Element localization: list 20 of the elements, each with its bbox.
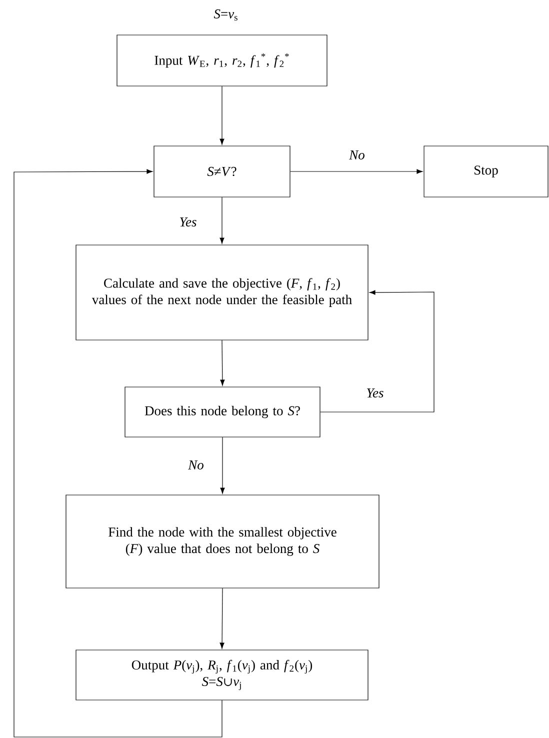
edge-label: No xyxy=(188,460,204,470)
arrow xyxy=(220,340,225,386)
process-box: S≠V? xyxy=(154,146,290,198)
edge-label: Yes xyxy=(367,388,384,398)
edge-label: Yes xyxy=(180,218,196,226)
arrow xyxy=(320,290,434,412)
start-label: S=v$_{s}$ xyxy=(214,9,238,21)
process-box: Output P(v$_{j}$), R$_{j}$, f$_{1}$(v$_{j}$) and f$_{2}$(v$_{j}$) S=S∪v$_{j}$ xyxy=(76,650,368,700)
arrow xyxy=(14,169,222,738)
arrow xyxy=(220,588,224,649)
edge-label: No xyxy=(349,150,364,160)
process-box: Does this node belong to S? xyxy=(124,386,320,438)
arrow xyxy=(220,437,225,494)
arrow xyxy=(220,86,224,145)
process-box: Stop xyxy=(424,146,548,198)
process-box: Input W$_{E}$, r$_{1}$, r$_{2}$, f$_{1}$$^{*}$, f$_{2}$* xyxy=(116,34,328,86)
arrow xyxy=(290,169,423,174)
arrow xyxy=(220,197,224,244)
process-box: Calculate and save the objective (F, f$_{1}$, f$_{2}$) values of the next node under the feasible path xyxy=(76,244,368,340)
process-box: Find the node with the smallest objective (F) value that does not belong to S xyxy=(66,494,380,588)
